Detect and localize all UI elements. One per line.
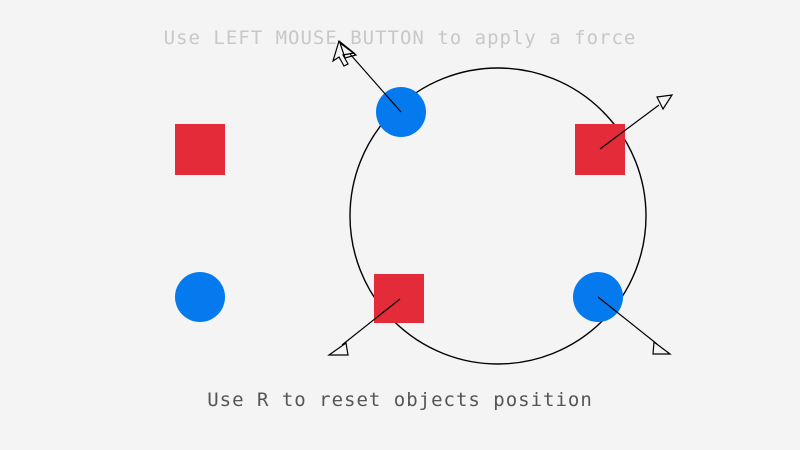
mouse-cursor-icon (331, 39, 356, 67)
body-circle-bottom-left[interactable] (175, 272, 225, 322)
force-vector-square-bottom-center (327, 298, 401, 356)
force-vector-square-top-right (599, 94, 674, 150)
force-vector-circle-bottom-right (597, 296, 672, 355)
force-vector-circle-top-center (338, 41, 402, 113)
hint-text-apply-force: Use LEFT MOUSE BUTTON to apply a force (163, 27, 637, 49)
hint-text-reset-objects: Use R to reset objects position (207, 389, 593, 411)
body-square-bottom-center[interactable] (374, 274, 424, 323)
body-square-top-right[interactable] (575, 124, 625, 175)
body-square-top-left[interactable] (175, 124, 225, 175)
orbit-circle-outline (349, 67, 647, 365)
